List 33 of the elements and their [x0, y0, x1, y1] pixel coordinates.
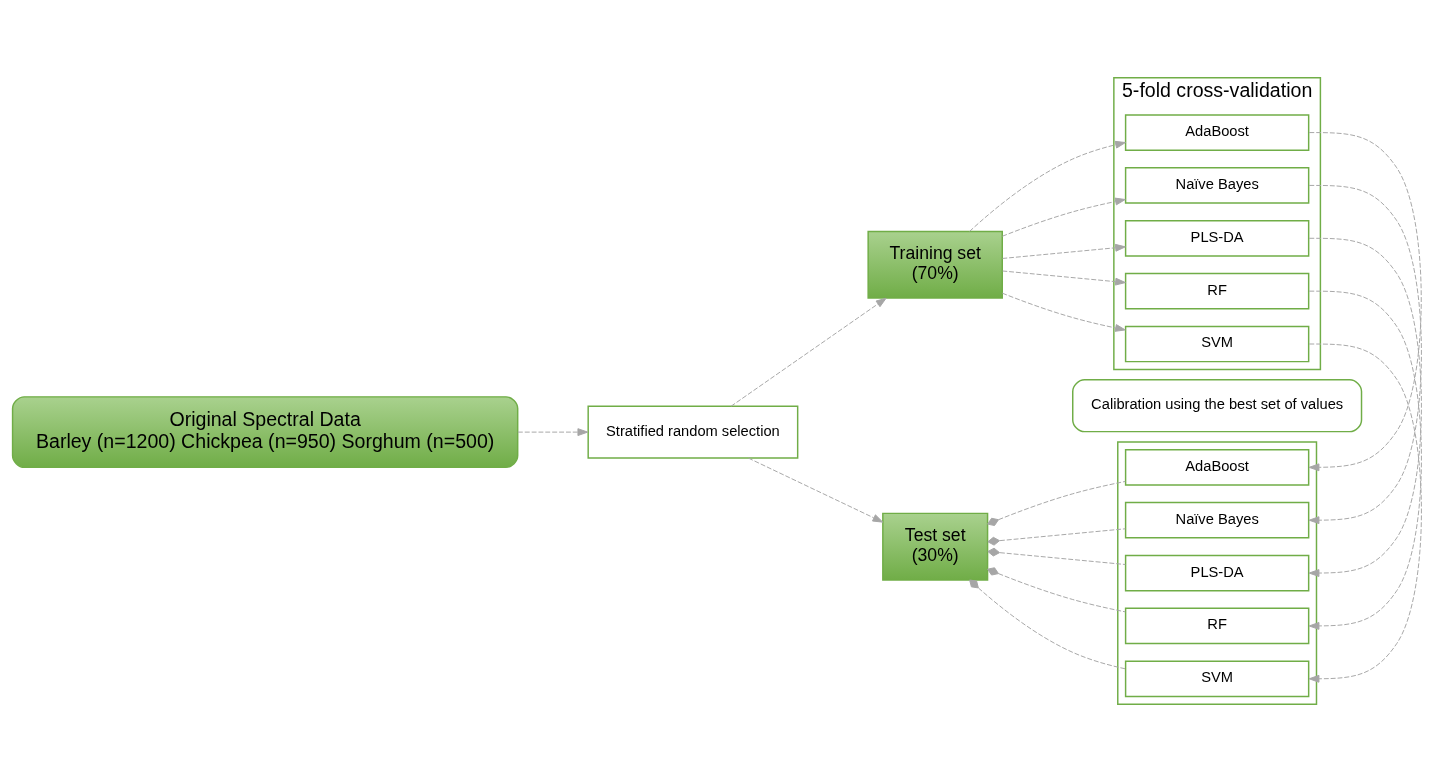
connector [987, 528, 1126, 546]
arrow [1001, 197, 1126, 237]
node-box: AdaBoost [1124, 114, 1310, 151]
arrow [1001, 292, 1126, 332]
connector [987, 567, 1126, 613]
node-box: Naïve Bayes [1124, 501, 1310, 539]
node-box: RF [1124, 607, 1310, 645]
arrow [1002, 270, 1126, 286]
node-box: PLS-DA [1124, 219, 1310, 257]
arrow [747, 457, 884, 523]
arrow [1308, 237, 1422, 577]
node-box: Naïve Bayes [1124, 167, 1310, 204]
connector [987, 547, 1126, 565]
node-box: Training set (70%) [867, 230, 1003, 299]
arrow [1308, 132, 1422, 472]
node-box: SVM [1124, 660, 1310, 698]
connector [987, 480, 1126, 526]
node-box: Test set (30%) [882, 512, 989, 581]
connector [969, 579, 1126, 670]
arrow [1002, 243, 1126, 259]
node-box: RF [1124, 272, 1310, 310]
node-box: Stratified random selection [587, 405, 799, 459]
node-box: AdaBoost [1124, 449, 1310, 486]
arrow [969, 140, 1126, 232]
arrow [1308, 184, 1422, 525]
arrow [1308, 343, 1422, 683]
node-box: Original Spectral Data Barley (n=1200) Chickpea (n=950) Sorghum (n=500) [11, 396, 519, 469]
node-box: SVM [1124, 325, 1310, 363]
arrow [730, 297, 887, 407]
node-box: PLS-DA [1124, 554, 1310, 592]
arrow [517, 428, 589, 437]
node-box: Calibration using the best set of values [1072, 379, 1363, 433]
arrow [1308, 290, 1422, 630]
